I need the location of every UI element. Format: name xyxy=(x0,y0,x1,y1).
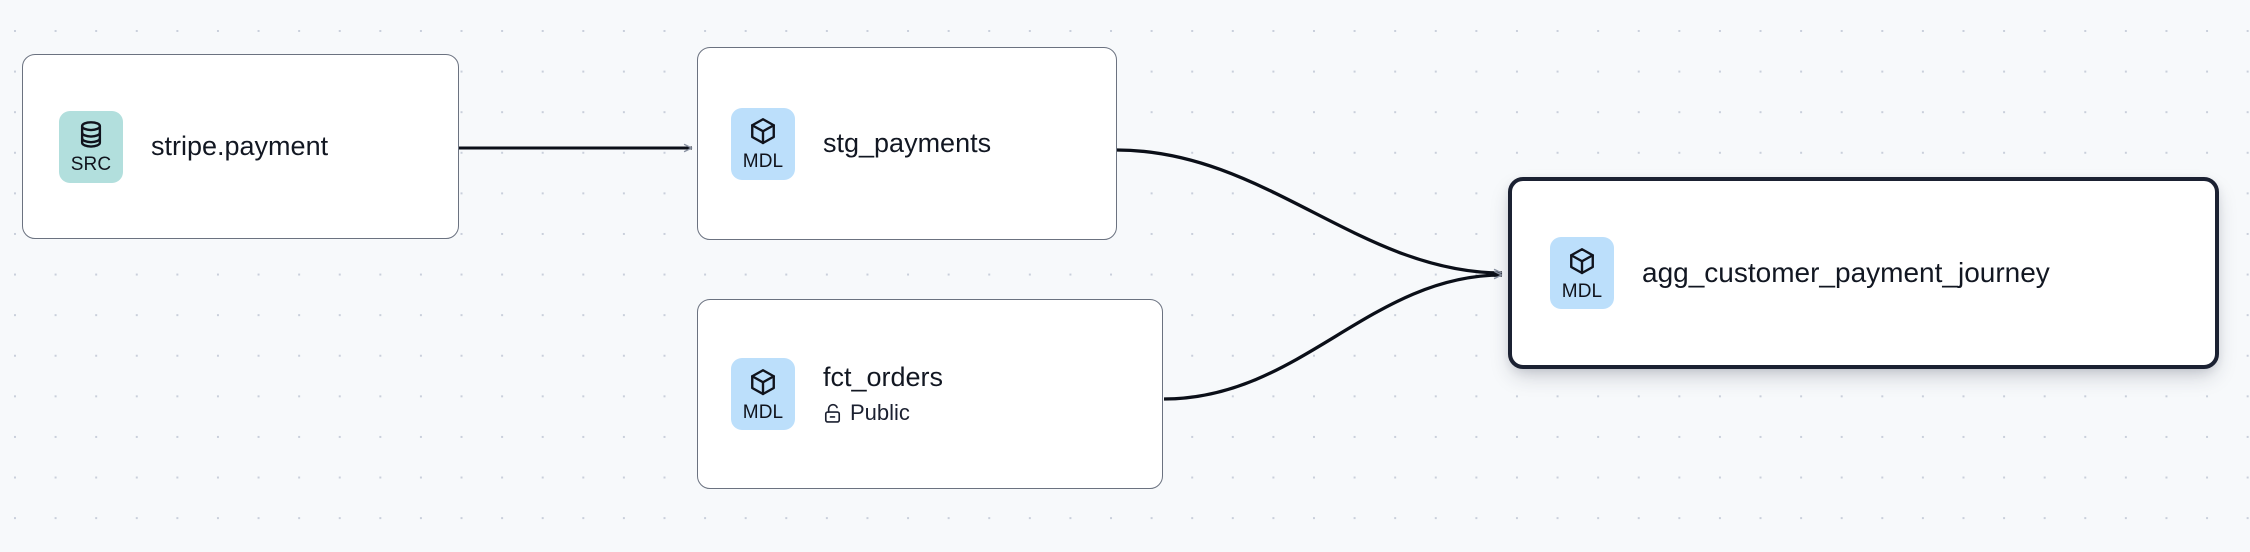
node-body: agg_customer_payment_journey xyxy=(1642,256,2050,289)
cube-icon xyxy=(748,116,778,148)
node-visibility-label: Public xyxy=(850,400,910,426)
node-body: stg_payments xyxy=(823,128,991,160)
cube-icon xyxy=(1567,246,1597,278)
cube-icon xyxy=(748,367,778,399)
database-icon xyxy=(76,119,106,151)
edge-fct-to-agg xyxy=(1163,270,1503,401)
node-title: stripe.payment xyxy=(151,130,329,161)
model-badge: MDL xyxy=(1550,237,1614,309)
model-badge-label: MDL xyxy=(1561,280,1603,302)
model-badge-label: MDL xyxy=(742,401,784,423)
node-body: fct_orders Public xyxy=(823,362,943,425)
source-badge-label: SRC xyxy=(70,154,112,175)
node-title: fct_orders xyxy=(823,362,944,393)
edge-stg-to-agg xyxy=(1116,148,1503,278)
unlock-icon xyxy=(823,403,842,424)
node-title: agg_customer_payment_journey xyxy=(1642,257,2050,289)
model-badge: MDL xyxy=(731,358,795,430)
node-agg-customer-payment-journey[interactable]: MDL agg_customer_payment_journey xyxy=(1508,177,2219,369)
node-visibility: Public xyxy=(823,401,943,425)
node-body: stripe.payment xyxy=(151,131,328,163)
node-fct-orders[interactable]: MDL fct_orders Public xyxy=(697,299,1163,489)
model-badge: MDL xyxy=(731,107,795,180)
node-stripe-payment[interactable]: SRC stripe.payment xyxy=(22,54,459,239)
source-badge: SRC xyxy=(59,110,123,183)
node-title: stg_payments xyxy=(823,127,992,158)
model-badge-label: MDL xyxy=(742,151,784,172)
node-stg-payments[interactable]: MDL stg_payments xyxy=(697,47,1117,240)
